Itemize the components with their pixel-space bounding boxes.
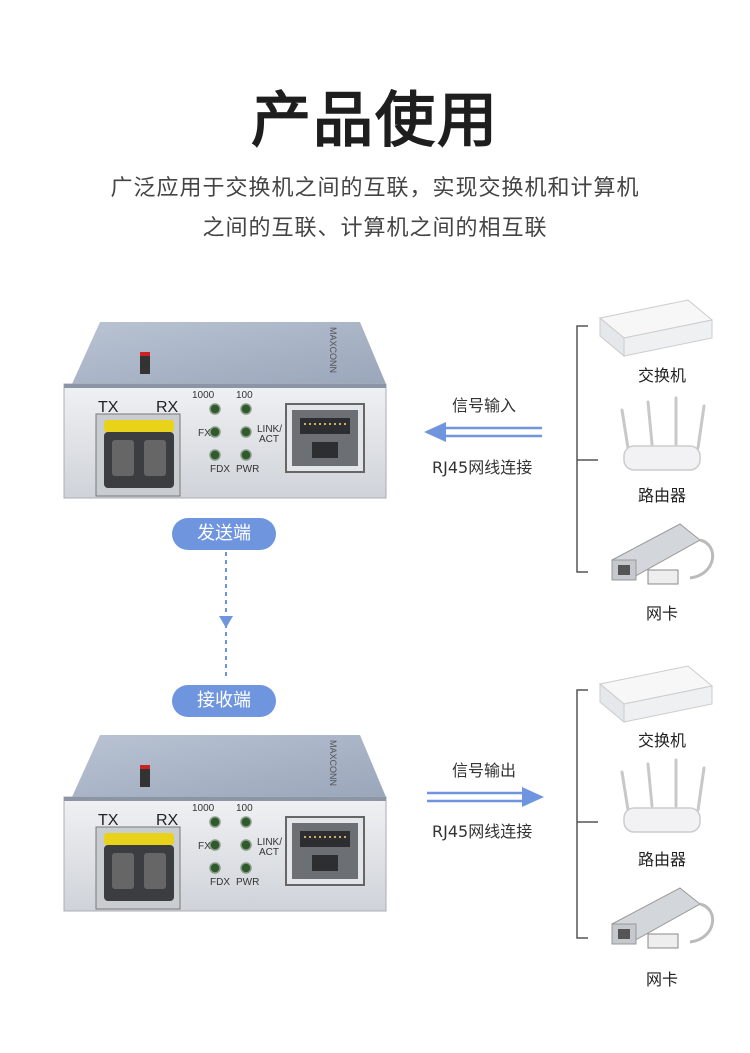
device-label-switch: 交换机 — [637, 731, 686, 750]
led-1000 — [209, 816, 221, 828]
rj45-connection-label: RJ45网线连接 — [432, 458, 533, 477]
brand-logo — [140, 352, 150, 374]
device-label-router: 路由器 — [637, 850, 686, 869]
switch-icon — [598, 665, 714, 724]
port-rx-label: RX — [156, 812, 179, 829]
device-label-switch: 交换机 — [637, 366, 686, 385]
led-label-pwr: PWR — [236, 464, 259, 475]
media-converter-sender: MAXCONN TX RX 1000 100 FX LINK/ ACT FDX … — [63, 322, 387, 499]
led-link — [240, 839, 252, 851]
led-fx — [209, 839, 221, 851]
sender-badge: 发送端 — [172, 518, 276, 550]
switch-icon — [598, 299, 714, 358]
rj45-port — [285, 816, 365, 886]
receiver-badge: 接收端 — [172, 685, 276, 717]
device-label-router: 路由器 — [637, 486, 686, 505]
subtitle-line-2: 之间的互联、计算机之间的相互联 — [202, 216, 548, 241]
led-pwr — [240, 449, 252, 461]
fiber-link-arrowhead — [219, 616, 233, 628]
brand-logo — [140, 765, 150, 787]
device-bracket-top — [576, 325, 598, 573]
led-pwr — [240, 862, 252, 874]
led-100 — [240, 816, 252, 828]
media-converter-receiver: MAXCONN TX RX 1000 100 FX LINK/ ACT FDX … — [63, 735, 387, 912]
device-label-nic: 网卡 — [645, 604, 678, 623]
network-card-icon — [611, 523, 715, 585]
svg-text:MAXCONN: MAXCONN — [328, 740, 338, 786]
led-label-fx: FX — [198, 841, 211, 852]
led-label-act: ACT — [259, 847, 279, 858]
svg-text:MAXCONN: MAXCONN — [328, 327, 338, 373]
rj45-connection-label: RJ45网线连接 — [432, 822, 533, 841]
led-label-fdx: FDX — [210, 877, 230, 888]
led-label-1000: 1000 — [192, 390, 215, 401]
signal-output-label: 信号输出 — [452, 761, 517, 780]
led-label-link: LINK/ — [257, 424, 282, 435]
port-tx-label: TX — [98, 812, 119, 829]
led-label-act: ACT — [259, 434, 279, 445]
led-fx — [209, 426, 221, 438]
rj45-port — [285, 403, 365, 473]
signal-output-arrow — [427, 791, 528, 803]
led-100 — [240, 403, 252, 415]
led-link — [240, 426, 252, 438]
led-label-pwr: PWR — [236, 877, 259, 888]
led-label-fx: FX — [198, 428, 211, 439]
led-fdx — [209, 862, 221, 874]
signal-input-arrow — [440, 426, 542, 438]
signal-input-label: 信号输入 — [452, 396, 517, 415]
led-label-100: 100 — [236, 803, 253, 814]
router-icon — [620, 758, 706, 833]
device-label-nic: 网卡 — [645, 970, 678, 989]
network-card-icon — [611, 887, 715, 949]
subtitle-line-1: 广泛应用于交换机之间的互联，实现交换机和计算机 — [110, 176, 640, 201]
led-1000 — [209, 403, 221, 415]
page-title: 产品使用 — [251, 86, 499, 156]
led-label-fdx: FDX — [210, 464, 230, 475]
led-fdx — [209, 449, 221, 461]
led-label-1000: 1000 — [192, 803, 215, 814]
router-icon — [620, 396, 706, 471]
led-label-link: LINK/ — [257, 837, 282, 848]
port-tx-label: TX — [98, 399, 119, 416]
led-label-100: 100 — [236, 390, 253, 401]
port-rx-label: RX — [156, 399, 179, 416]
device-bracket-bottom — [576, 689, 598, 939]
sfp-module — [95, 826, 181, 910]
sfp-module — [95, 413, 181, 497]
